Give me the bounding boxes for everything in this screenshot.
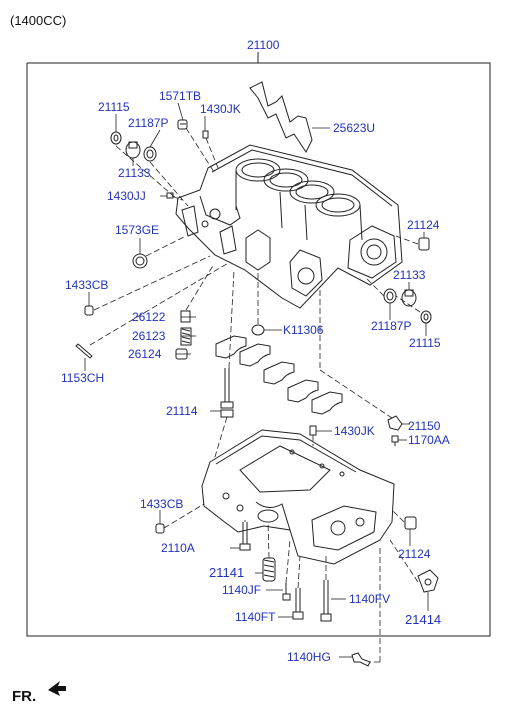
bolt-1170AA-drawing xyxy=(391,435,399,446)
part-label-1573GE[interactable]: 1573GE xyxy=(115,223,160,237)
part-label-21150[interactable]: 21150 xyxy=(408,419,441,433)
bolt-1140FT-drawing xyxy=(292,588,304,620)
engine-variant-note: (1400CC) xyxy=(10,13,67,28)
part-label-21133-right[interactable]: 21133 xyxy=(393,268,426,282)
bolt-1140HG-drawing xyxy=(351,652,371,667)
part-label-K11306[interactable]: K11306 xyxy=(283,323,324,337)
bolt-2110A-drawing xyxy=(239,522,251,551)
oring-K11306-drawing xyxy=(251,324,265,336)
part-label-1430JK-mid[interactable]: 1430JK xyxy=(334,424,375,438)
part-label-26123[interactable]: 26123 xyxy=(132,329,166,343)
part-label-21187P-right[interactable]: 21187P xyxy=(371,319,412,333)
dowel-21124-bottom-drawing xyxy=(404,516,417,530)
pin-1153CH-drawing xyxy=(75,343,93,359)
plug-21133-left-drawing xyxy=(125,141,141,159)
part-label-21133-left[interactable]: 21133 xyxy=(118,166,151,180)
part-label-1170AA[interactable]: 1170AA xyxy=(408,433,450,447)
strainer-21141-drawing xyxy=(262,557,276,582)
part-label-21124-right[interactable]: 21124 xyxy=(407,218,440,232)
part-label-21114[interactable]: 21114 xyxy=(166,404,198,418)
part-label-1433CB-bottom[interactable]: 1433CB xyxy=(140,497,184,511)
part-label-1433CB-left[interactable]: 1433CB xyxy=(65,278,109,292)
bolt-1140FV-drawing xyxy=(320,580,332,622)
pin-1430JK-top-drawing xyxy=(202,130,209,139)
plug-21115-drawing xyxy=(110,131,122,145)
part-label-26122[interactable]: 26122 xyxy=(132,310,166,324)
part-label-1140JF[interactable]: 1140JF xyxy=(222,583,262,597)
part-label-26124[interactable]: 26124 xyxy=(128,347,162,361)
part-label-1140HG[interactable]: 1140HG xyxy=(287,650,331,664)
seal-21187P-right-drawing xyxy=(383,288,397,304)
dowel-1433CB-bottom-drawing xyxy=(155,523,165,534)
alignment-lines xyxy=(89,127,421,663)
part-label-2110A[interactable]: 2110A xyxy=(161,541,195,555)
assembly-code-label[interactable]: 21100 xyxy=(247,38,280,52)
oil-baffle-plate-drawing xyxy=(249,81,313,153)
dowel-1433CB-left-drawing xyxy=(84,305,94,316)
assembly-frame xyxy=(26,62,491,637)
main-bearing-caps-drawing xyxy=(215,335,343,415)
part-label-25623U[interactable]: 25623U xyxy=(333,121,376,135)
dowel-21124-right-drawing xyxy=(418,237,430,251)
bracket-21414-drawing xyxy=(417,569,439,593)
front-marker-label: FR. xyxy=(12,688,37,705)
plug-21115-right-drawing xyxy=(420,310,432,324)
cylinder-block-drawing xyxy=(175,144,403,309)
spring-26123-drawing xyxy=(180,327,192,346)
part-label-1140FV[interactable]: 1140FV xyxy=(349,592,391,606)
plug-1571TB-drawing xyxy=(177,119,188,130)
part-label-1153CH[interactable]: 1153CH xyxy=(61,371,105,385)
bolt-1140JF-drawing xyxy=(282,583,291,601)
pin-1430JK-mid-drawing xyxy=(309,425,317,436)
plug-21133-right-drawing xyxy=(401,289,417,307)
front-arrow-icon xyxy=(48,681,66,696)
part-label-1430JJ[interactable]: 1430JJ xyxy=(107,189,146,203)
oring-1573GE-drawing xyxy=(132,253,148,269)
part-label-1430JK-top[interactable]: 1430JK xyxy=(200,102,241,116)
part-label-21414[interactable]: 21414 xyxy=(405,612,442,627)
bolt-21114-drawing xyxy=(220,368,234,418)
part-label-21124-bottom[interactable]: 21124 xyxy=(398,547,431,561)
jet-26122-drawing xyxy=(180,310,191,323)
valve-21150-drawing xyxy=(387,415,403,431)
pin-1430JJ-drawing xyxy=(166,192,174,199)
part-label-1140FT[interactable]: 1140FT xyxy=(235,610,276,624)
part-label-1571TB[interactable]: 1571TB xyxy=(159,89,202,103)
part-label-21187P-left[interactable]: 21187P xyxy=(128,116,169,130)
part-label-21115-right[interactable]: 21115 xyxy=(409,336,441,350)
part-label-21141[interactable]: 21141 xyxy=(209,565,245,580)
seal-21187P-left-drawing xyxy=(143,146,157,162)
part-label-21115-left[interactable]: 21115 xyxy=(98,100,130,114)
leader-lines xyxy=(84,102,429,658)
lower-case-drawing xyxy=(201,429,395,565)
